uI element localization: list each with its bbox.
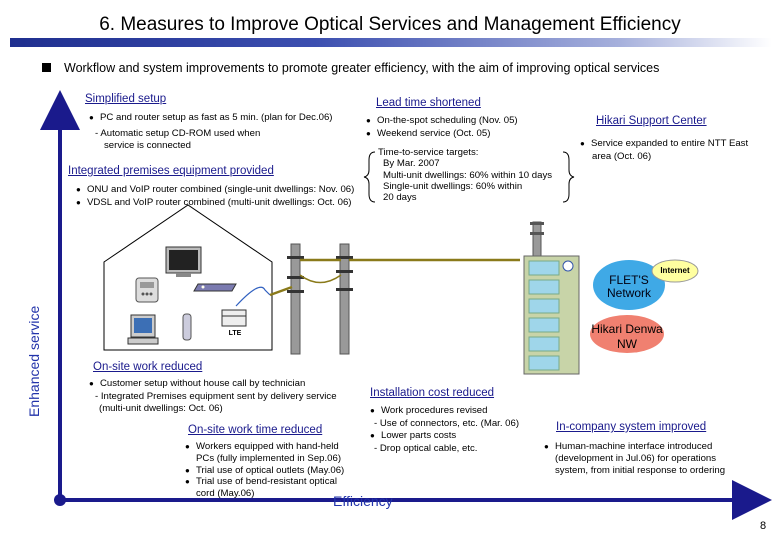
onsite-time-bullet-1: Workers equipped with hand-held — [185, 441, 344, 453]
simplified-setup-sub2: service is connected — [104, 140, 191, 152]
denwa-label: Hikari Denwa NW — [589, 322, 665, 352]
install-cost-block: Work procedures revised - Use of connect… — [370, 405, 519, 455]
subtitle: Workflow and system improvements to prom… — [64, 61, 660, 75]
integrated-heading: Integrated premises equipment provided — [68, 165, 274, 177]
phone-icon — [135, 277, 159, 303]
in-company-bullet: Human-machine interface introduced — [544, 441, 725, 453]
tv-icon — [165, 246, 202, 277]
page-number: 8 — [760, 520, 767, 532]
integrated-block: ONU and VoIP router combined (single-uni… — [76, 184, 354, 209]
y-axis-label: Enhanced service — [26, 305, 42, 417]
hikari-center-block: Service expanded to entire NTT East area… — [580, 138, 748, 163]
in-company-bullet-cont-1: (development in Jul.06) for operations — [555, 452, 717, 464]
targets-line-4: 20 days — [383, 192, 417, 204]
onsite-time-bullet-1-cont: PCs (fully implemented in Sep.06) — [196, 452, 342, 464]
targets-line-2: Multi-unit dwellings: 60% within 10 days — [383, 169, 553, 181]
lte-label: LTE — [228, 330, 242, 337]
in-company-heading: In-company system improved — [556, 421, 707, 433]
simplified-setup-sub: - Automatic setup CD-ROM used when — [95, 127, 261, 139]
in-company-block: Human-machine interface introduced (deve… — [544, 441, 725, 476]
onsite-reduced-sub2: (multi-unit dwellings: Oct. 06) — [99, 403, 223, 415]
onsite-time-heading: On-site work time reduced — [188, 424, 323, 436]
simplified-setup-block: PC and router setup as fast as 5 min. (p… — [89, 112, 333, 153]
utility-pole-1 — [287, 243, 304, 355]
internet-cloud — [651, 259, 699, 283]
onsite-time-bullet-3: Trial use of bend-resistant optical — [185, 476, 344, 488]
install-cost-sub2: - Drop optical cable, etc. — [374, 442, 478, 454]
simplified-setup-bullet: PC and router setup as fast as 5 min. (p… — [89, 112, 333, 125]
install-cost-bullet-2: Lower parts costs — [370, 430, 519, 443]
targets-line-1: By Mar. 2007 — [383, 158, 440, 170]
flets-network-cloud — [593, 260, 665, 310]
targets-line-3: Single-unit dwellings: 60% within — [383, 180, 523, 192]
install-cost-sub1: - Use of connectors, etc. (Mar. 06) — [374, 417, 520, 429]
internet-label: Internet — [660, 266, 690, 275]
install-cost-heading: Installation cost reduced — [370, 387, 495, 399]
optical-outlet-icon — [182, 313, 192, 341]
denwa-label-1: Hikari Denwa — [591, 322, 663, 336]
hikari-center-heading: Hikari Support Center — [596, 115, 707, 127]
hikari-center-bullet: Service expanded to entire NTT East — [580, 138, 748, 151]
lead-time-bullet-2: Weekend service (Oct. 05) — [366, 128, 518, 141]
cable-sag — [299, 274, 342, 284]
optical-drop-cable — [269, 258, 520, 297]
right-brace — [562, 151, 575, 203]
page-title: 6. Measures to Improve Optical Services … — [99, 14, 681, 35]
onsite-time-bullet-3-cont: cord (May.06) — [196, 488, 255, 500]
left-brace — [363, 151, 376, 203]
lead-time-block: On-the-spot scheduling (Nov. 05) Weekend… — [366, 115, 518, 140]
lead-time-bullet-1: On-the-spot scheduling (Nov. 05) — [366, 115, 518, 128]
hikari-center-bullet-cont: area (Oct. 06) — [592, 150, 652, 162]
time-to-service-targets: Time-to-service targets: By Mar. 2007 Mu… — [378, 147, 552, 203]
lte-box-icon — [221, 309, 247, 327]
onsite-reduced-heading: On-site work reduced — [93, 361, 203, 373]
onsite-time-bullet-2: Trial use of optical outlets (May.06) — [185, 465, 344, 477]
onsite-reduced-bullet: Customer setup without house call by tec… — [89, 378, 337, 391]
targets-intro: Time-to-service targets: — [378, 147, 479, 158]
simplified-setup-heading: Simplified setup — [85, 93, 167, 105]
in-company-bullet-cont-2: system, from initial response to orderin… — [555, 464, 726, 476]
pc-icon — [127, 314, 159, 345]
onsite-reduced-block: Customer setup without house call by tec… — [89, 378, 337, 416]
integrated-bullet-2: VDSL and VoIP router combined (multi-uni… — [76, 197, 354, 210]
header-rule — [10, 38, 772, 47]
integrated-bullet-1: ONU and VoIP router combined (single-uni… — [76, 184, 354, 197]
onsite-time-block: Workers equipped with hand-held PCs (ful… — [185, 441, 344, 500]
in-house-cable — [235, 286, 271, 307]
hikari-denwa-cloud — [590, 315, 664, 353]
denwa-label-2: NW — [617, 337, 637, 351]
utility-pole-2 — [336, 243, 353, 355]
flets-label: FLET'S Network — [593, 274, 665, 300]
flets-label-2: Network — [606, 286, 651, 300]
flets-label-1: FLET'S — [609, 273, 649, 287]
bullet-square — [42, 63, 51, 72]
lead-time-heading: Lead time shortened — [376, 97, 481, 109]
central-office-icon — [523, 221, 580, 375]
router-icon — [193, 283, 237, 292]
axis-origin — [54, 494, 66, 506]
install-cost-bullet-1: Work procedures revised — [370, 405, 519, 418]
x-axis-label: Efficiency — [333, 493, 393, 509]
onsite-reduced-sub1: - Integrated Premises equipment sent by … — [95, 390, 337, 402]
